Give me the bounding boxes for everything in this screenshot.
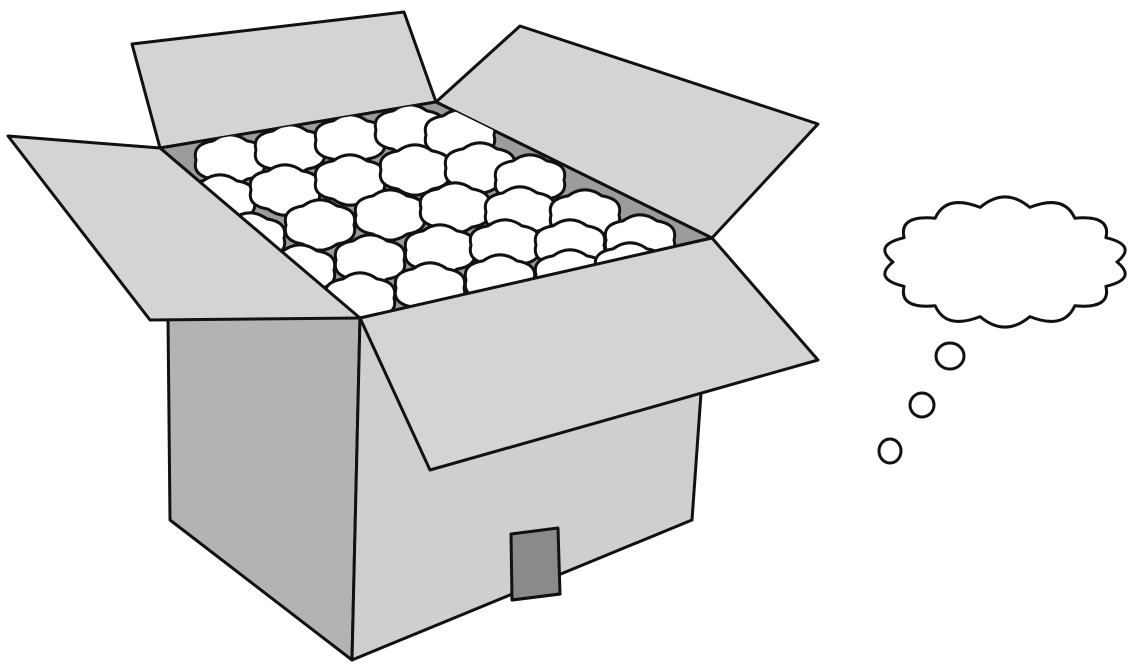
packing-peanut	[353, 188, 427, 242]
packing-peanut	[283, 198, 357, 252]
packing-peanut	[418, 181, 492, 235]
box-front-flap	[358, 236, 820, 472]
tiny-door	[509, 526, 562, 602]
packing-peanut	[253, 123, 327, 177]
packing-peanut	[193, 133, 267, 187]
thought-dot-small	[877, 437, 903, 465]
box-left-side	[166, 316, 362, 662]
thought-cloud	[883, 195, 1127, 329]
thought-dot-medium	[908, 391, 936, 419]
door-step-line	[510, 592, 562, 602]
thought-dot-large	[934, 341, 966, 371]
thought-bubble	[877, 195, 1127, 465]
